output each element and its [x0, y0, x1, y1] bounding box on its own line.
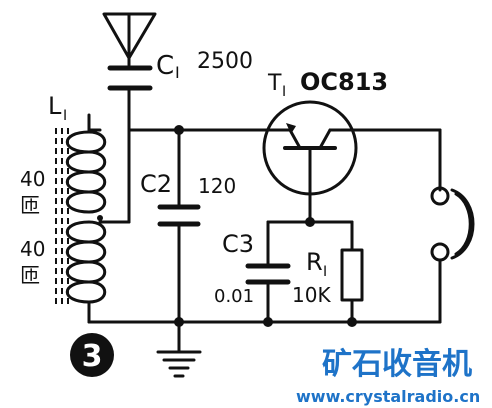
bottom-bus [87, 300, 442, 327]
emitter-network [266, 217, 354, 266]
label-l1-sub: I [63, 108, 67, 124]
label-r1-value: 10K [292, 283, 331, 307]
label-c1: C [156, 51, 174, 81]
capacitor-c1 [107, 65, 153, 224]
label-coil-unit-top: 匝 [20, 193, 40, 217]
label-c2: C2 [140, 170, 172, 198]
label-t1-sub: I [282, 84, 286, 100]
label-c3-value: 0.01 [214, 286, 254, 307]
label-l1: L [48, 92, 62, 120]
label-c2-value: 120 [198, 174, 236, 198]
top-bus [87, 113, 442, 192]
coil-l1 [55, 128, 131, 305]
watermark-chinese: 矿石收音机 [322, 347, 472, 382]
capacitor-c2 [157, 128, 201, 347]
label-r1: R [306, 248, 323, 276]
ground-symbol [156, 320, 202, 378]
antenna-symbol [102, 12, 157, 67]
label-coil-unit-bottom: 匝 [20, 263, 40, 287]
label-coil-turns-top: 40 [20, 167, 45, 191]
watermark-url: www.crystalradio.cn [296, 387, 480, 406]
resistor-r1 [340, 248, 364, 327]
label-r1-sub: I [323, 264, 327, 280]
label-c1-value: 2500 [197, 49, 253, 74]
label-c1-sub: I [175, 63, 180, 82]
figure-number-badge: 3 [70, 333, 114, 377]
transistor-t1 [262, 100, 358, 222]
label-t1: T [267, 71, 282, 96]
headphone-symbol [430, 186, 475, 324]
label-transistor-model: OC813 [300, 68, 388, 96]
capacitor-c3 [245, 263, 291, 327]
figure-number: 3 [82, 339, 103, 374]
label-coil-turns-bottom: 40 [20, 237, 45, 261]
label-c3: C3 [222, 230, 254, 258]
